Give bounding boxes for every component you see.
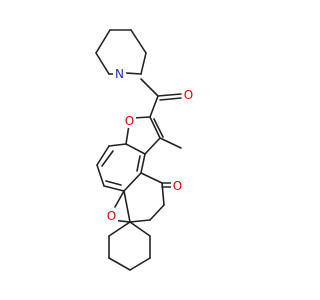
bond — [149, 116, 161, 139]
bond — [149, 204, 165, 221]
bond — [153, 118, 164, 138]
bond — [149, 95, 159, 118]
bond — [129, 221, 151, 237]
bond — [140, 52, 147, 75]
bond — [129, 257, 151, 271]
bond — [95, 29, 111, 54]
bond — [136, 155, 141, 172]
bond — [125, 124, 130, 145]
atom-pyran-oxygen: O — [107, 209, 116, 223]
bond — [108, 143, 127, 147]
furan-ring — [125, 116, 164, 155]
bond — [130, 29, 147, 54]
bond — [105, 180, 122, 186]
bond — [108, 221, 131, 237]
bond — [159, 97, 182, 101]
bond — [140, 172, 163, 184]
bond — [123, 190, 131, 223]
pyranone-ring — [114, 172, 165, 223]
cyclohexane-ring — [108, 221, 151, 271]
bond — [96, 164, 105, 187]
bond — [159, 137, 182, 149]
bond — [140, 78, 159, 97]
bond — [101, 150, 114, 167]
bond — [144, 137, 161, 155]
atom-piperidine-nitrogen: N — [115, 67, 124, 81]
atom-furan-oxygen: O — [125, 114, 134, 128]
atom-labels: O N O O O — [105, 66, 195, 223]
bond — [125, 72, 142, 75]
bond — [108, 257, 131, 271]
molecule-structure: O N O O O — [95, 29, 195, 271]
bond — [129, 219, 151, 223]
bond — [96, 145, 110, 166]
bond — [95, 52, 110, 75]
bond — [103, 185, 125, 192]
atom-carbonyl-oxygen: O — [184, 88, 193, 102]
atom-ketone-oxygen: O — [173, 179, 182, 193]
bond — [123, 172, 142, 192]
bond — [157, 93, 182, 97]
bond — [125, 143, 146, 155]
bond — [114, 190, 125, 208]
benzene-ring — [96, 143, 146, 192]
bond — [140, 153, 146, 174]
piperidine-ring — [95, 29, 147, 75]
